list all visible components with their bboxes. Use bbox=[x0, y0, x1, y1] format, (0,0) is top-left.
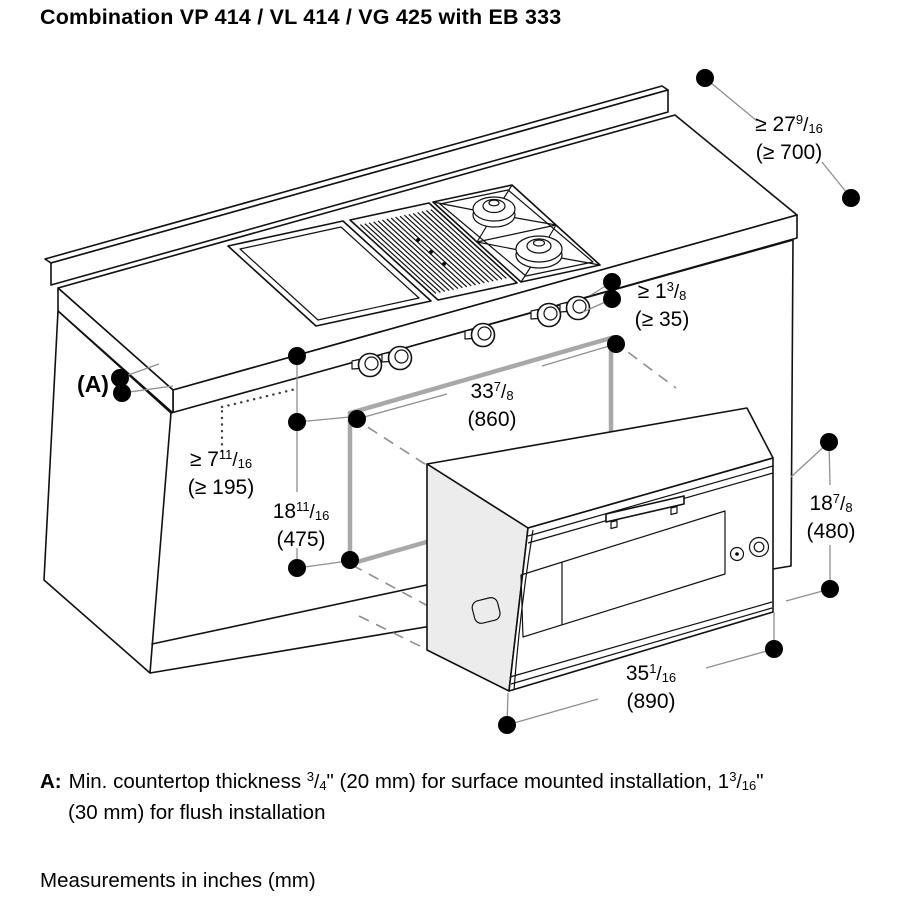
backsplash bbox=[44, 85, 669, 286]
vent-screw-dot bbox=[416, 238, 420, 242]
gas-burner-front bbox=[476, 224, 601, 283]
footnote-a: A:Min. countertop thickness 3/4" (20 mm)… bbox=[40, 769, 764, 824]
control-knob bbox=[559, 295, 591, 321]
dim-oven-width: 351/16 (890) bbox=[625, 661, 677, 713]
cooktop-teppan-vp414 bbox=[227, 220, 432, 327]
control-knob bbox=[381, 345, 413, 371]
control-knobs bbox=[351, 295, 591, 378]
oven-control-panel bbox=[729, 536, 770, 562]
oven-plinth-lines bbox=[509, 601, 773, 685]
oven-door-window bbox=[520, 510, 726, 638]
dimension-dots bbox=[111, 69, 860, 734]
side-clearance-dotted-line bbox=[220, 387, 298, 453]
dim-worktop-depth: ≥ 279/16 (≥ 700) bbox=[755, 112, 823, 164]
vent-screw-dot bbox=[429, 250, 433, 254]
control-knob bbox=[351, 352, 383, 378]
dim-oven-height: 187/8 (480) bbox=[806, 491, 856, 543]
control-knob bbox=[464, 322, 496, 348]
cooktop-vent-vl414 bbox=[349, 202, 518, 301]
page-title: Combination VP 414 / VL 414 / VG 425 wit… bbox=[40, 5, 562, 29]
toe-kick-line bbox=[151, 573, 479, 645]
oven-eb333 bbox=[426, 407, 774, 692]
gas-burner-back bbox=[432, 184, 557, 243]
oven-side-grip bbox=[471, 597, 501, 624]
dim-hob-clearance: ≥ 13/8 (≥ 35) bbox=[634, 279, 690, 331]
control-knob bbox=[530, 302, 562, 328]
footnote-a-label: A: bbox=[40, 770, 62, 793]
countertop-thickness-label: (A) bbox=[77, 371, 109, 397]
dim-niche-height: 1811/16 (475) bbox=[272, 499, 330, 551]
oven-handle bbox=[605, 495, 685, 530]
oven-knob-icon bbox=[729, 546, 745, 562]
cooktop-gas-vg425 bbox=[432, 184, 601, 283]
dim-side-clearance: ≥ 711/16 (≥ 195) bbox=[187, 447, 255, 499]
units-note: Measurements in inches (mm) bbox=[40, 869, 316, 892]
oven-dial-icon bbox=[748, 536, 770, 558]
dim-niche-width: 337/8 (860) bbox=[467, 379, 517, 431]
vent-screw-dot bbox=[442, 262, 446, 266]
insertion-guides bbox=[351, 340, 677, 649]
